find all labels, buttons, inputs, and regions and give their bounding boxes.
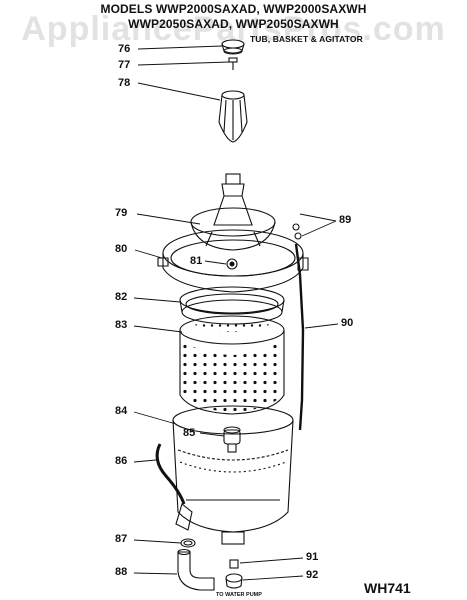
part-label-77[interactable]: 77	[118, 59, 131, 71]
part-label-82[interactable]: 82	[115, 291, 128, 303]
part-label-87[interactable]: 87	[115, 533, 128, 545]
part-label-78[interactable]: 78	[118, 77, 131, 89]
spin-basket	[179, 315, 285, 415]
part-label-81[interactable]: 81	[190, 255, 203, 267]
models-heading-line2: WWP2050SAXAD, WWP2050SAXWH	[128, 17, 339, 31]
leader-lines	[133, 45, 339, 581]
drain-hose	[155, 443, 193, 531]
part-label-90[interactable]: 90	[341, 317, 354, 329]
models-heading-line1: MODELS WWP2000SAXAD, WWP2000SAXWH	[100, 2, 367, 16]
agitator	[190, 173, 276, 251]
part-label-91[interactable]: 91	[306, 551, 319, 563]
agitator-cap	[221, 39, 245, 55]
tub-fitting	[225, 559, 243, 589]
part-label-84[interactable]: 84	[115, 405, 128, 417]
hose-clamp	[180, 538, 196, 548]
part-label-85[interactable]: 85	[183, 427, 196, 439]
water-pump-note: TO WATER PUMP	[216, 592, 262, 598]
tub-cover	[157, 229, 309, 293]
part-label-86[interactable]: 86	[115, 455, 128, 467]
agitator-cam	[218, 90, 248, 143]
part-label-92[interactable]: 92	[306, 569, 319, 581]
diagram-code: WH741	[364, 580, 411, 596]
outer-tub	[172, 405, 294, 545]
part-label-79[interactable]: 79	[115, 207, 128, 219]
spin-nut	[226, 258, 238, 270]
suspension-bracket	[292, 223, 305, 431]
tub-seal	[223, 426, 241, 453]
balance-ring	[179, 286, 285, 325]
pump-hose	[177, 548, 215, 591]
section-title: TUB, BASKET & AGITATOR	[250, 34, 363, 44]
part-label-80[interactable]: 80	[115, 243, 128, 255]
agitator-bolt	[228, 57, 238, 70]
part-label-88[interactable]: 88	[115, 566, 128, 578]
part-label-83[interactable]: 83	[115, 319, 128, 331]
part-label-76[interactable]: 76	[118, 43, 131, 55]
part-label-89[interactable]: 89	[339, 214, 352, 226]
